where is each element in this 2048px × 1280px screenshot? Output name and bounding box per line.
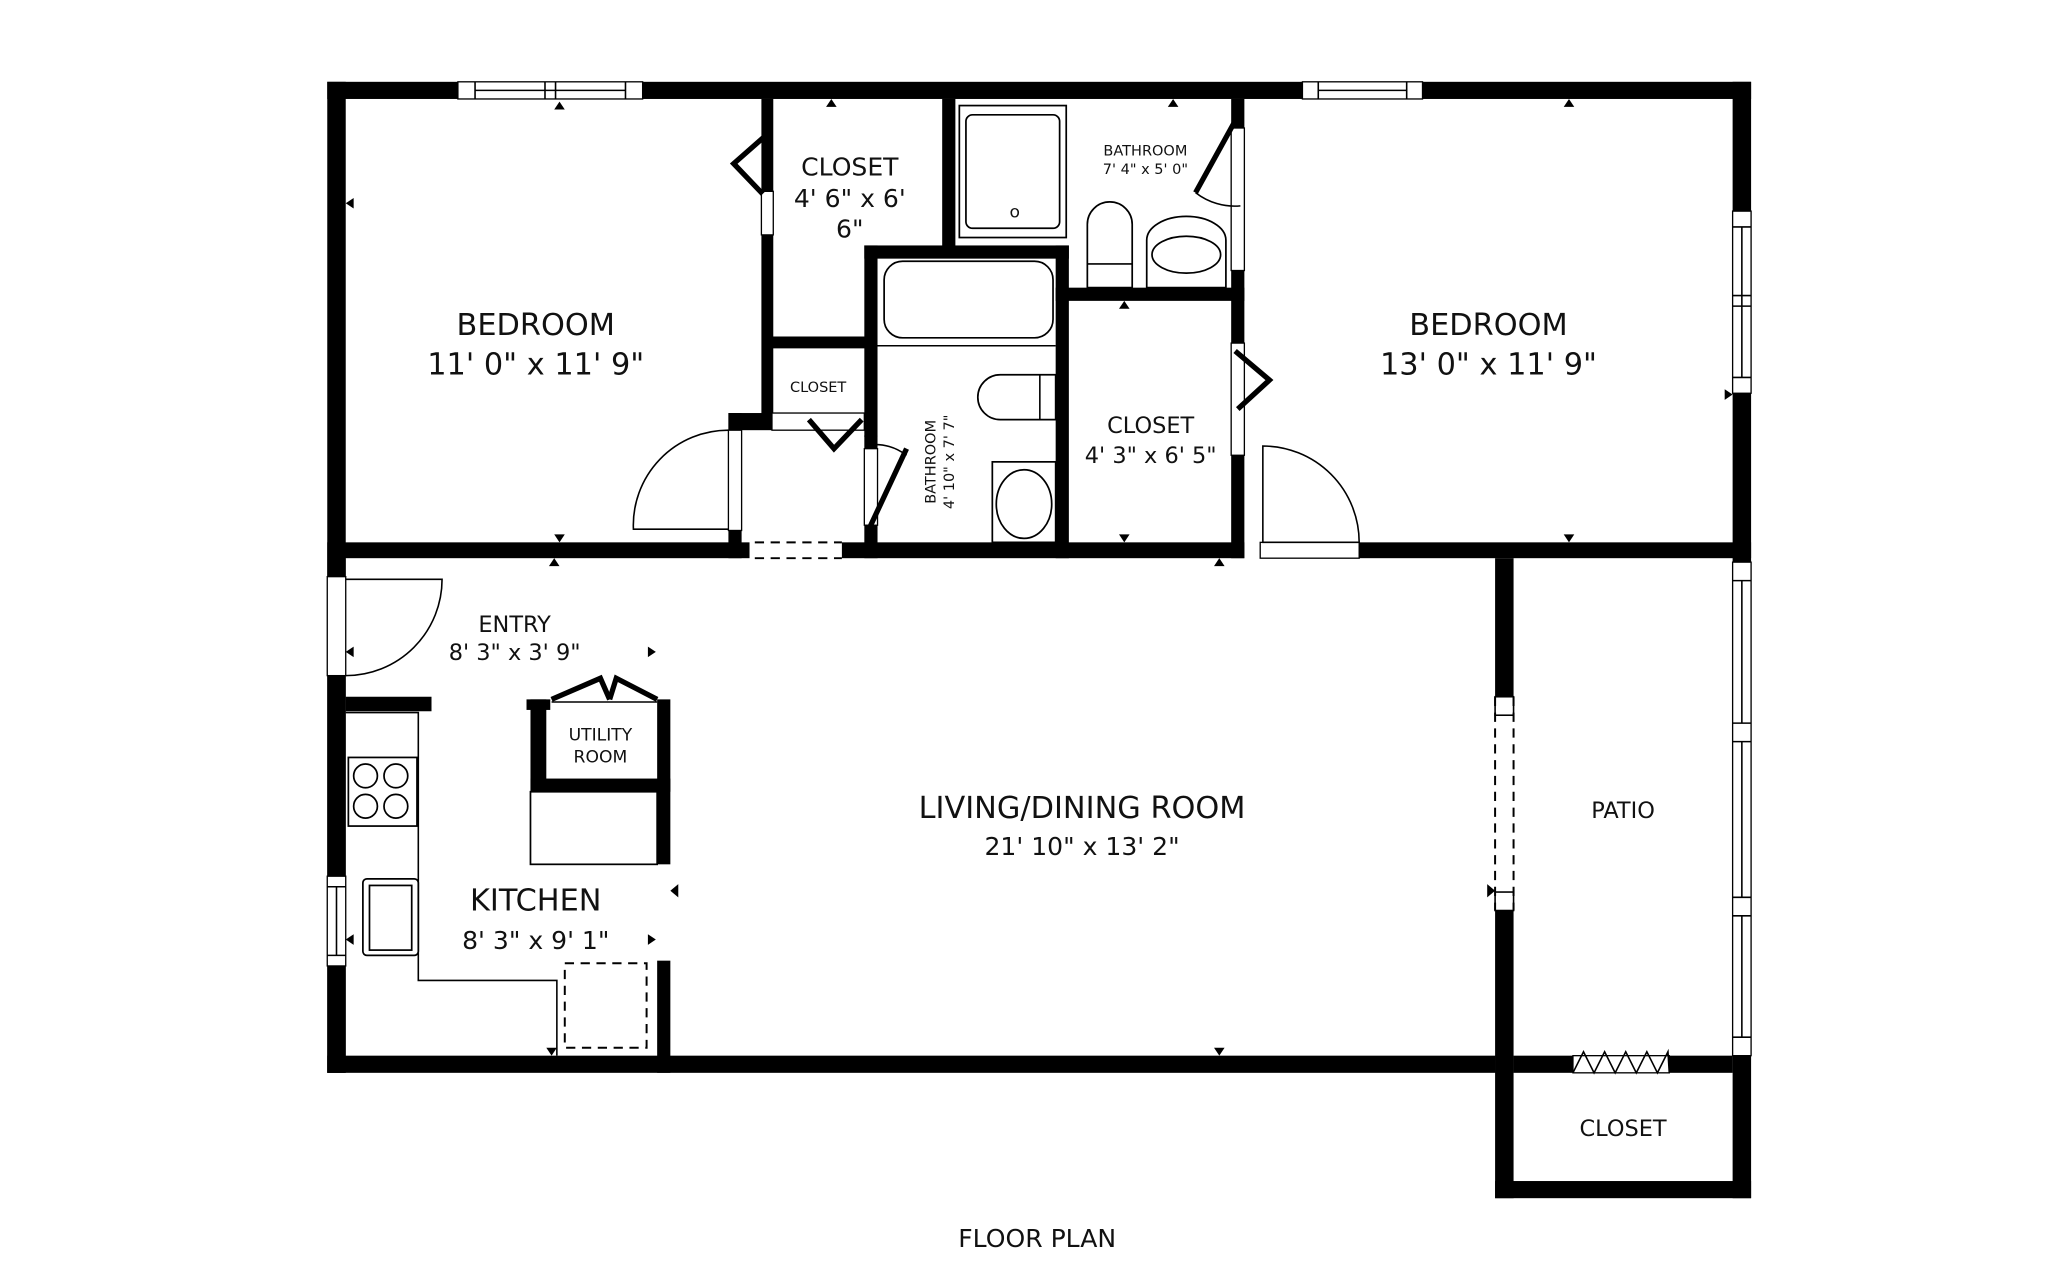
marker-down-icon — [826, 337, 837, 346]
room-name: BEDROOM — [1409, 308, 1567, 343]
dimension-markers — [345, 98, 1733, 1056]
marker-right-icon — [1487, 884, 1496, 898]
room-dims: 8' 3" x 9' 1" — [462, 926, 609, 955]
room-name: CLOSET — [801, 153, 899, 182]
room-dims: 4' 3" x 6' 5" — [1085, 443, 1217, 469]
marker-up-icon — [548, 558, 560, 567]
room-dims: 8' 3" x 3' 9" — [449, 640, 581, 666]
fixtures: o — [345, 104, 1227, 1056]
room-name: BATHROOM — [924, 420, 940, 504]
marker-up-icon — [1119, 300, 1130, 309]
marker-down-icon — [1563, 534, 1575, 543]
room-dims: 4' 10" x 7' 7" — [942, 415, 958, 509]
window-patio — [1731, 561, 1752, 1057]
marker-up-icon — [1167, 98, 1179, 107]
marker-up-icon — [826, 98, 837, 107]
room-name-cont: ROOM — [574, 748, 628, 768]
marker-right-icon — [647, 934, 656, 945]
room-utility: UTILITY ROOM — [569, 725, 633, 767]
room-closet-middle: CLOSET 4' 3" x 6' 5" — [1085, 413, 1217, 469]
window-bedroom-right-top — [1301, 81, 1424, 100]
marker-right-icon — [647, 646, 656, 658]
bifold-door-patio-closet — [1572, 1048, 1671, 1075]
room-name: PATIO — [1591, 798, 1655, 824]
marker-down-icon — [1119, 534, 1130, 543]
marker-down-icon — [554, 534, 565, 543]
room-bedroom-right: BEDROOM 13' 0" x 11' 9" — [1380, 308, 1597, 383]
room-living: LIVING/DINING ROOM 21' 10" x 13' 2" — [919, 791, 1246, 861]
room-name: BATHROOM — [1103, 144, 1187, 160]
room-dims-cont: 6" — [836, 215, 863, 244]
room-bedroom-left: BEDROOM 11' 0" x 11' 9" — [427, 308, 644, 383]
room-kitchen: KITCHEN 8' 3" x 9' 1" — [462, 884, 609, 955]
window-bedroom-left — [457, 81, 644, 100]
marker-down-icon — [546, 1047, 557, 1056]
room-dims: 11' 0" x 11' 9" — [427, 348, 644, 383]
room-closet-small: CLOSET — [790, 380, 846, 396]
room-entry: ENTRY 8' 3" x 3' 9" — [449, 612, 581, 666]
room-name: ENTRY — [478, 612, 551, 638]
doors — [326, 114, 1360, 703]
marker-left-icon — [345, 646, 354, 658]
room-closet-top: CLOSET 4' 6" x 6' 6" — [794, 153, 906, 244]
marker-left-icon — [670, 884, 679, 898]
room-name: CLOSET — [1580, 1116, 1667, 1142]
marker-left-icon — [345, 934, 354, 945]
floor-plan-title: FLOOR PLAN — [958, 1224, 1116, 1253]
room-dims: 4' 6" x 6' — [794, 184, 906, 213]
door-openings — [754, 541, 1515, 912]
room-name: CLOSET — [1107, 413, 1194, 439]
room-name: KITCHEN — [470, 884, 601, 919]
marker-up-icon — [1214, 558, 1225, 567]
room-name: UTILITY — [569, 725, 633, 745]
marker-right-icon — [1724, 389, 1733, 400]
room-dims: 7' 4" x 5' 0" — [1103, 162, 1188, 178]
room-dims: 13' 0" x 11' 9" — [1380, 348, 1597, 383]
marker-up-icon — [1563, 98, 1575, 107]
marker-up-icon — [554, 101, 565, 110]
room-closet-patio: CLOSET — [1580, 1116, 1667, 1142]
window-bedroom-right-side — [1731, 210, 1752, 394]
room-dims: 21' 10" x 13' 2" — [984, 832, 1179, 861]
marker-left-icon — [345, 197, 354, 209]
room-bathroom-top: BATHROOM 7' 4" x 5' 0" — [1103, 144, 1188, 178]
room-name: CLOSET — [790, 380, 846, 396]
shower-drain-icon: o — [1010, 203, 1021, 223]
room-bathroom-middle: BATHROOM 4' 10" x 7' 7" — [924, 415, 958, 509]
room-name: BEDROOM — [457, 308, 615, 343]
window-kitchen — [326, 875, 347, 967]
room-patio: PATIO — [1591, 798, 1655, 824]
marker-down-icon — [1214, 1047, 1225, 1056]
room-name: LIVING/DINING ROOM — [919, 791, 1246, 826]
